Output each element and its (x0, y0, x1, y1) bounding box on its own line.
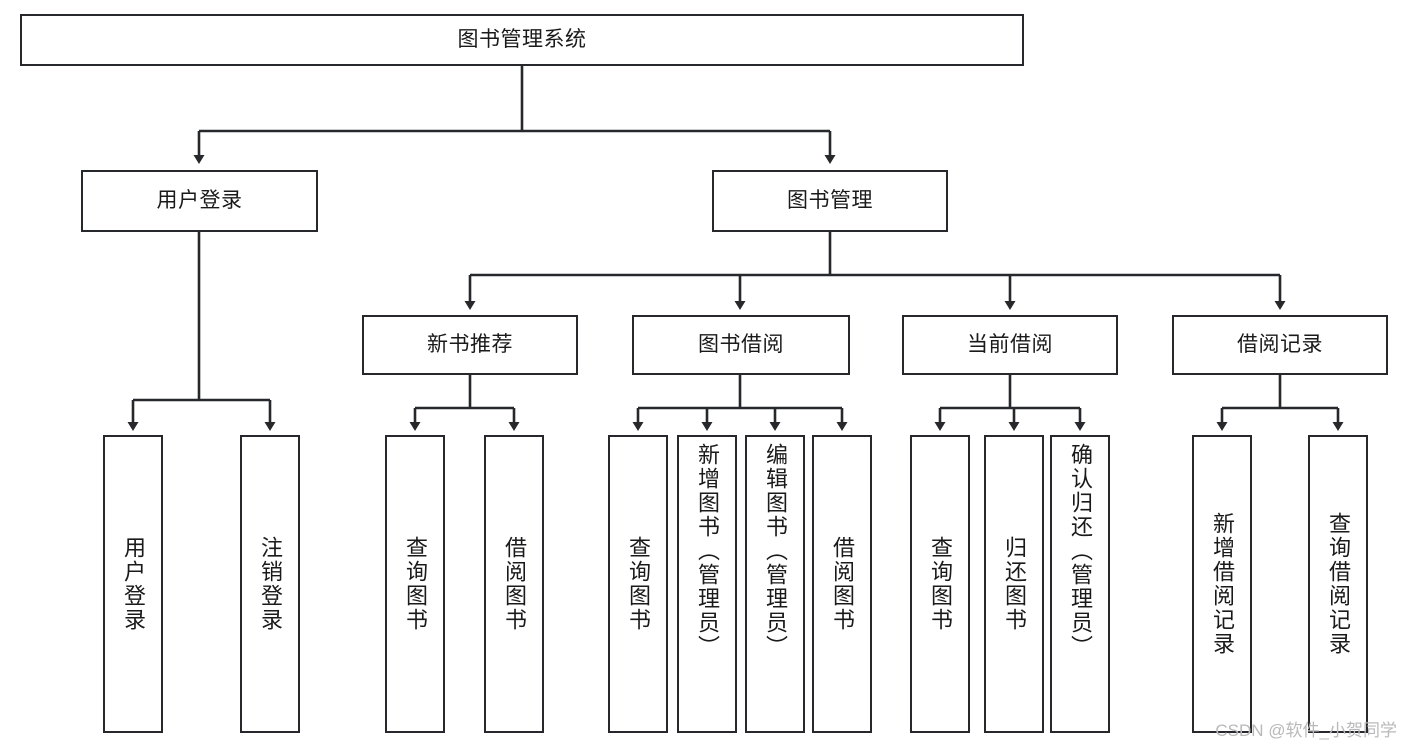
leaf-query-book-recommend-label: 查询图书 (403, 536, 428, 632)
leaf-query-borrow-record-label: 查询借阅记录 (1326, 512, 1351, 656)
node-current-borrow[interactable]: 当前借阅 (902, 315, 1118, 375)
leaf-confirm-return-admin-label: 确认归还（管理员） (1068, 443, 1093, 659)
watermark-text: CSDN @软件_小贺同学 (1215, 721, 1397, 740)
node-book-management-label: 图书管理 (787, 189, 873, 213)
leaf-edit-book-admin[interactable]: 编辑图书（管理员） (745, 435, 805, 733)
node-book-borrow-label: 图书借阅 (698, 333, 784, 357)
leaf-query-book-current-label: 查询图书 (928, 536, 953, 632)
leaf-add-book-admin[interactable]: 新增图书（管理员） (677, 435, 737, 733)
node-borrow-record[interactable]: 借阅记录 (1172, 315, 1388, 375)
leaf-confirm-return-admin[interactable]: 确认归还（管理员） (1050, 435, 1110, 733)
leaf-borrow-book[interactable]: 借阅图书 (812, 435, 872, 733)
leaf-user-login[interactable]: 用户登录 (103, 435, 163, 733)
leaf-user-logout[interactable]: 注销登录 (240, 435, 300, 733)
leaf-borrow-book-recommend[interactable]: 借阅图书 (484, 435, 544, 733)
leaf-query-book-current[interactable]: 查询图书 (910, 435, 970, 733)
leaf-add-borrow-record-label: 新增借阅记录 (1210, 512, 1235, 656)
leaf-edit-book-admin-label: 编辑图书（管理员） (763, 443, 788, 659)
node-current-borrow-label: 当前借阅 (967, 333, 1053, 357)
node-book-borrow[interactable]: 图书借阅 (632, 315, 850, 375)
leaf-user-logout-label: 注销登录 (258, 536, 283, 632)
leaf-user-login-label: 用户登录 (121, 536, 146, 632)
node-user-login[interactable]: 用户登录 (81, 170, 318, 232)
node-root-label: 图书管理系统 (457, 28, 587, 52)
leaf-borrow-book-label: 借阅图书 (830, 536, 855, 632)
leaf-query-borrow-record[interactable]: 查询借阅记录 (1308, 435, 1368, 733)
node-new-book-recommend[interactable]: 新书推荐 (362, 315, 578, 375)
leaf-query-book-borrow-label: 查询图书 (626, 536, 651, 632)
node-root[interactable]: 图书管理系统 (20, 14, 1024, 66)
leaf-borrow-book-recommend-label: 借阅图书 (502, 536, 527, 632)
leaf-add-book-admin-label: 新增图书（管理员） (695, 443, 720, 659)
node-borrow-record-label: 借阅记录 (1237, 333, 1323, 357)
leaf-query-book-borrow[interactable]: 查询图书 (608, 435, 668, 733)
leaf-return-book[interactable]: 归还图书 (984, 435, 1044, 733)
leaf-query-book-recommend[interactable]: 查询图书 (385, 435, 445, 733)
node-book-management[interactable]: 图书管理 (712, 170, 948, 232)
leaf-return-book-label: 归还图书 (1002, 536, 1027, 632)
leaf-add-borrow-record[interactable]: 新增借阅记录 (1192, 435, 1252, 733)
node-user-login-label: 用户登录 (156, 189, 243, 213)
node-new-book-recommend-label: 新书推荐 (427, 333, 513, 357)
